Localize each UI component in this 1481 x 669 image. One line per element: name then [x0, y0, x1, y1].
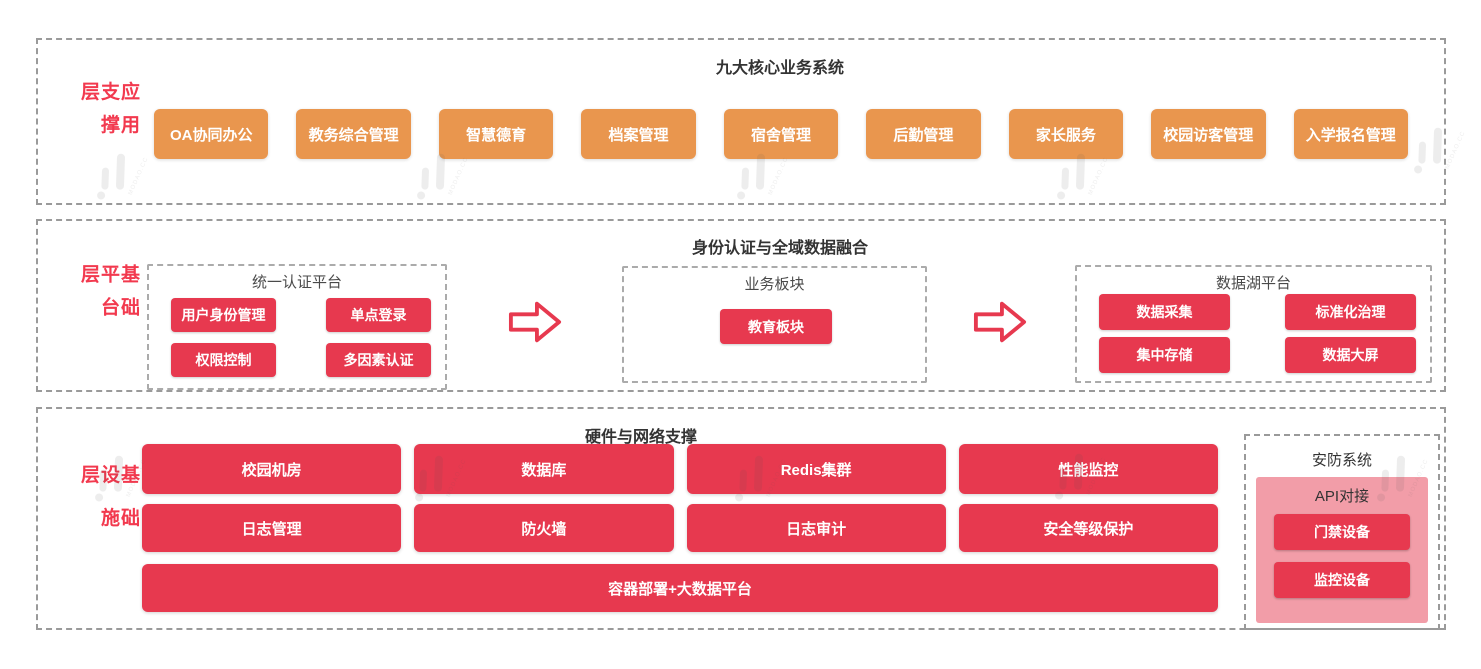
layer-label-application-support: 应用支撑层 — [78, 80, 139, 147]
infrastructure-block: 性能监控 — [958, 444, 1218, 494]
api-docking-title: API对接 — [1314, 488, 1370, 505]
flow-arrow-right-icon — [508, 299, 562, 345]
flow-arrow-right-icon — [973, 299, 1027, 345]
data-lake-block: 集中存储 — [1099, 337, 1230, 373]
security-system-title: 安防系统 — [1311, 452, 1372, 469]
core-system-block: 家长服务 — [1008, 109, 1124, 159]
business-section-box: 业务板块 教育板块 — [622, 266, 927, 383]
layer-application-support: 应用支撑层 九大核心业务系统 OA协同办公 教务综合管理 智慧德育 档案管理 宿… — [36, 38, 1446, 205]
core-system-block: 校园访客管理 — [1151, 109, 1266, 159]
business-section-title: 业务板块 — [744, 276, 805, 293]
security-device-block: 门禁设备 — [1274, 514, 1410, 550]
infrastructure-row: 日志管理 防火墙 日志审计 安全等级保护 — [142, 504, 1218, 552]
security-device-block: 监控设备 — [1274, 562, 1410, 598]
data-lake-block: 标准化治理 — [1285, 294, 1416, 330]
auth-block: 权限控制 — [171, 343, 276, 377]
data-lake-block: 数据大屏 — [1285, 337, 1416, 373]
core-system-block: 入学报名管理 — [1293, 109, 1408, 159]
infrastructure-block: 日志审计 — [686, 504, 946, 552]
layer-label-infrastructure: 基础设施层 — [78, 463, 139, 550]
api-docking-box: API对接 门禁设备 监控设备 — [1256, 477, 1428, 623]
core-system-block: 宿舍管理 — [723, 109, 839, 159]
data-lake-platform-title: 数据湖平台 — [1215, 275, 1291, 292]
security-system-box: 安防系统 API对接 门禁设备 监控设备 — [1244, 434, 1440, 630]
core-system-block: 智慧德育 — [438, 109, 554, 159]
layer-base-platform: 基础平台层 身份认证与全域数据融合 统一认证平台 用户身份管理 单点登录 权限控… — [36, 219, 1446, 392]
infrastructure-block: Redis集群 — [686, 444, 946, 494]
infrastructure-row: 校园机房 数据库 Redis集群 性能监控 — [142, 444, 1218, 494]
identity-data-fusion-title: 身份认证与全域数据融合 — [691, 240, 868, 257]
infrastructure-block: 数据库 — [414, 444, 674, 494]
auth-block: 用户身份管理 — [171, 298, 276, 332]
unified-auth-platform-title: 统一认证平台 — [251, 274, 342, 291]
core-systems-title: 九大核心业务系统 — [715, 60, 844, 77]
core-system-block: 后勤管理 — [866, 109, 981, 159]
core-system-block: 教务综合管理 — [296, 109, 411, 159]
data-lake-platform-box: 数据湖平台 数据采集 标准化治理 集中存储 数据大屏 — [1075, 265, 1432, 383]
infrastructure-block: 安全等级保护 — [958, 504, 1218, 552]
core-system-block: OA协同办公 — [154, 109, 269, 159]
container-bigdata-bar: 容器部署+大数据平台 — [142, 564, 1218, 612]
layer-infrastructure: 基础设施层 硬件与网络支撑 校园机房 数据库 Redis集群 性能监控 日志管理… — [36, 407, 1446, 630]
infrastructure-block: 日志管理 — [142, 504, 402, 552]
data-lake-block: 数据采集 — [1099, 294, 1230, 330]
auth-block: 多因素认证 — [326, 343, 431, 377]
hardware-network-title: 硬件与网络支撑 — [584, 429, 697, 446]
auth-block: 单点登录 — [326, 298, 431, 332]
infrastructure-block: 校园机房 — [142, 444, 402, 494]
education-section-block: 教育板块 — [720, 309, 832, 344]
infrastructure-block: 防火墙 — [414, 504, 674, 552]
core-system-block: 档案管理 — [581, 109, 696, 159]
layer-label-base-platform: 基础平台层 — [78, 263, 139, 330]
unified-auth-platform-box: 统一认证平台 用户身份管理 单点登录 权限控制 多因素认证 — [147, 264, 447, 390]
core-systems-row: OA协同办公 教务综合管理 智慧德育 档案管理 宿舍管理 后勤管理 家长服务 校… — [154, 109, 1408, 159]
